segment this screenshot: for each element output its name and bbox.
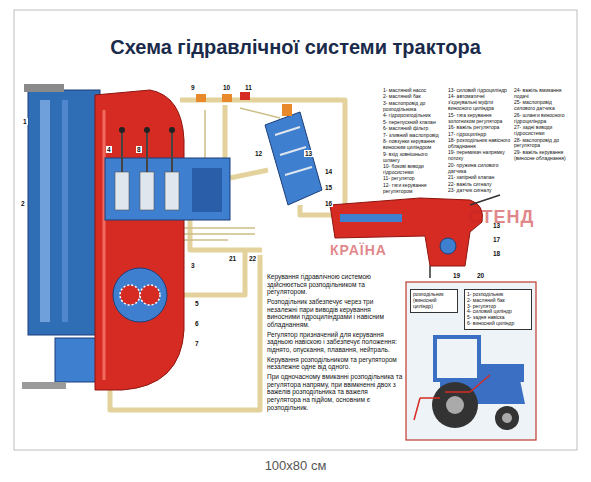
part-list-item: 11- регулятор: [383, 176, 445, 182]
callout-number: 17: [492, 236, 501, 243]
description-text: Регулятор призначений для керування задн…: [267, 331, 403, 354]
callout-number: 18: [492, 250, 501, 257]
callout-number: 22: [248, 255, 257, 262]
inset-legend-box: 1- розподільник2- масляний бак3- регулят…: [464, 289, 532, 330]
part-list-item: 23- датчик сигналу: [448, 188, 512, 194]
oil-tank: [22, 84, 100, 389]
part-list-item: 19- перемикач напрямку потоку: [448, 150, 512, 162]
part-list-item: 10- бокові виводи гідросистеми: [383, 164, 445, 176]
callout-number: 14: [324, 168, 333, 175]
part-list-item: 5- перепускний клапан: [383, 120, 445, 126]
part-list-item: 24- важіль вмикання подачі: [514, 88, 572, 100]
tractor-inset: [406, 282, 536, 440]
callout-number: 20: [476, 272, 485, 279]
callout-number: 6: [194, 320, 200, 327]
part-list-item: 9- вхід зовнішнього шлангу: [383, 152, 445, 164]
distributor: [105, 127, 230, 220]
inset-legend-text: розподільник (виносний циліндр): [413, 292, 455, 309]
part-list-item: 4- гідророзподільник: [383, 113, 445, 119]
callout-number: 13: [304, 150, 313, 157]
size-caption: 100x80 см: [0, 458, 591, 473]
description-text-column: Керування гідравлічною системою здійснює…: [266, 272, 404, 414]
description-text: Керування гідравлічною системою здійснює…: [267, 273, 403, 296]
part-list-item: 20- пружина силового датчика: [448, 163, 512, 175]
part-list-item: 26- шланги виносного гідроциліндра: [514, 113, 572, 125]
part-list-item-column: 1- масляний насос2- масляний бак3- масло…: [383, 88, 445, 195]
callout-number: 11: [244, 84, 253, 91]
part-list-item: 18- розподільник навісного обладнання: [448, 138, 512, 150]
gear-pump: [113, 268, 167, 322]
description-text: При одночасному вмиканні розподільника т…: [267, 373, 403, 411]
part-list-item: 15- тяга керування золотником регулятора: [448, 113, 512, 125]
outlet-fittings: [196, 92, 250, 102]
part-list-item: 29- важіль керування (виносне обладнання…: [514, 150, 572, 162]
callout-number: 15: [324, 184, 333, 191]
inset-legend-box: розподільник (виносний циліндр): [410, 289, 458, 313]
part-list-item: 14- автоматичні з'єднувальні муфти винос…: [448, 94, 512, 112]
callout-number: 10: [222, 84, 231, 91]
callout-number: 19: [452, 272, 461, 279]
inset-legend-text: 6- виносний циліндр: [467, 321, 529, 327]
part-list-item: 1- масляний насос: [383, 88, 445, 94]
part-list-item: 28- маслопровід до регулятора: [514, 138, 572, 150]
part-list-item: 16- важіль регулятора: [448, 125, 512, 131]
callout-number: 2: [20, 200, 26, 207]
callout-number: 4: [106, 146, 112, 153]
description-text: Керування розподільником та регулятором …: [267, 356, 403, 371]
callout-number: 8: [136, 146, 142, 153]
watermark: КРАЇНА: [330, 242, 387, 258]
part-list-item-column: 13- силовий гідроциліндр14- автоматичні …: [448, 88, 512, 195]
pump-housing: [95, 90, 184, 390]
description-text: Розподільник забезпечує через три незале…: [267, 298, 403, 329]
poster-title: Схема гідравлічної системи трактора: [0, 36, 591, 59]
part-list-item: 6- масляний фільтр: [383, 126, 445, 132]
callout-number: 7: [194, 340, 200, 347]
part-list-item: 27- задні виводи гідросистеми: [514, 125, 572, 137]
part-list-item: 17- гідроциліндр: [448, 132, 512, 138]
callout-number: 21: [228, 255, 237, 262]
callout-number: 1: [22, 118, 28, 125]
part-list-item-column: 24- важіль вмикання подачі25- маслопрові…: [514, 88, 572, 162]
part-list-item: 21- запірний клапан: [448, 175, 512, 181]
part-list-item: 7- зливний маслопровід: [383, 133, 445, 139]
part-list-item: 13- силовий гідроциліндр: [448, 88, 512, 94]
part-list-item: 25- маслопровід силового датчика: [514, 100, 572, 112]
watermark: СТЕНД: [468, 207, 534, 228]
callout-number: 12: [254, 150, 263, 157]
part-list-item: 8- повзунки керування виносним циліндром: [383, 139, 445, 151]
callout-number: 5: [194, 300, 200, 307]
part-list-item: 22- важіль сигналу: [448, 182, 512, 188]
regulator: [265, 104, 322, 205]
callout-number: 16: [324, 200, 333, 207]
poster-board: [14, 10, 577, 450]
part-list-item: 12- тяги керування регулятором: [383, 183, 445, 195]
callout-number: 9: [190, 84, 196, 91]
part-list-item: 2- масляний бак: [383, 94, 445, 100]
part-list-item: 3- маслопровід до розподільника: [383, 101, 445, 113]
callout-number: 3: [190, 262, 196, 269]
